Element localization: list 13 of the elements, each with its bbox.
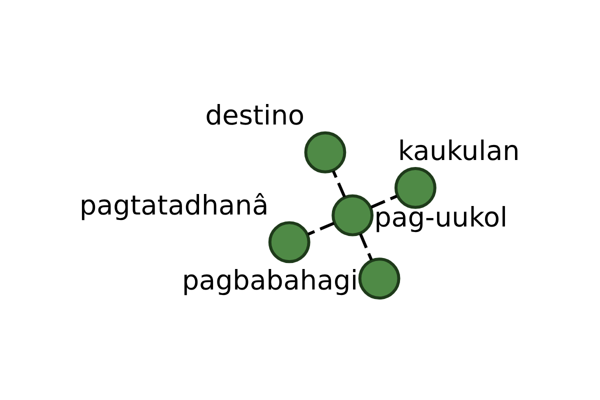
connector xyxy=(332,170,346,197)
node-circle xyxy=(358,257,400,300)
node-label: kaukulan xyxy=(398,136,520,167)
node-circle xyxy=(268,220,310,263)
connector xyxy=(359,232,373,260)
node-circle xyxy=(332,194,374,236)
node-label: destino xyxy=(205,100,305,132)
connector xyxy=(307,221,335,236)
node-circle xyxy=(304,130,346,173)
connector xyxy=(370,194,398,208)
node-label: pagtatadhanâ xyxy=(80,190,269,221)
node-label: pagbabahagi xyxy=(182,265,358,296)
node-label: pag-uukol xyxy=(374,202,508,233)
